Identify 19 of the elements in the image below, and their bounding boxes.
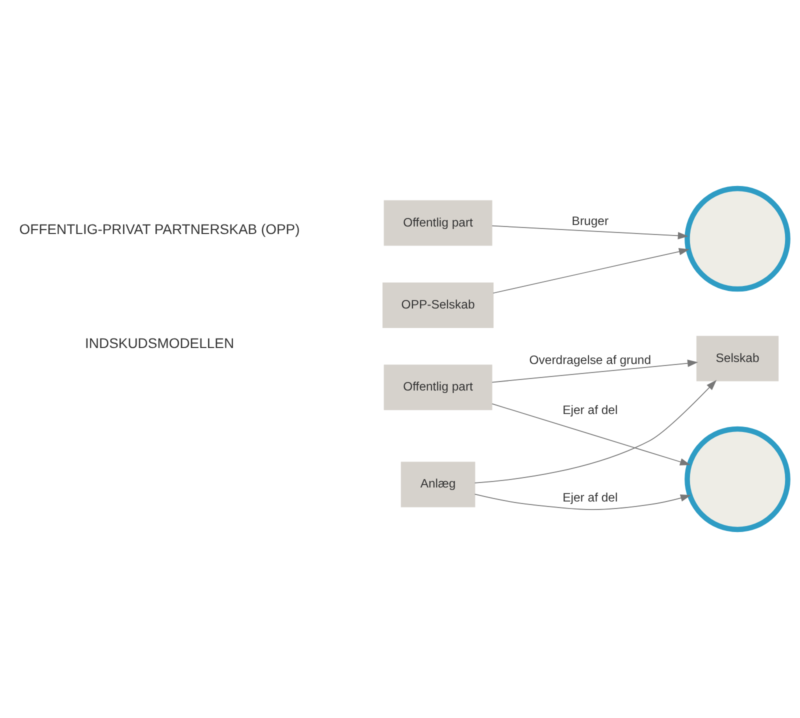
node-circle [684, 186, 790, 292]
label: INDSKUDSMODELLEN [85, 334, 234, 351]
arrow [492, 403, 691, 466]
edge-label: Bruger [572, 214, 609, 228]
node-box: OPP-Selskab [382, 282, 494, 328]
node-box: Offentlig part [384, 200, 492, 246]
arrow [492, 248, 690, 294]
node-circle [684, 426, 790, 532]
arrow [474, 380, 717, 484]
arrow [474, 494, 692, 510]
node-box: Offentlig part [384, 364, 492, 410]
node-box: Anlæg [400, 462, 476, 508]
node-box: Selskab [696, 336, 779, 382]
edge-label: Ejer af del [562, 490, 618, 504]
edge-label: Ejer af del [562, 402, 618, 417]
arrow [492, 225, 688, 240]
edge-label: Overdragelse af grund [529, 352, 652, 367]
label: OFFENTLIG-PRIVAT PARTNERSKAB (OPP) [19, 221, 300, 238]
arrow [492, 360, 698, 383]
